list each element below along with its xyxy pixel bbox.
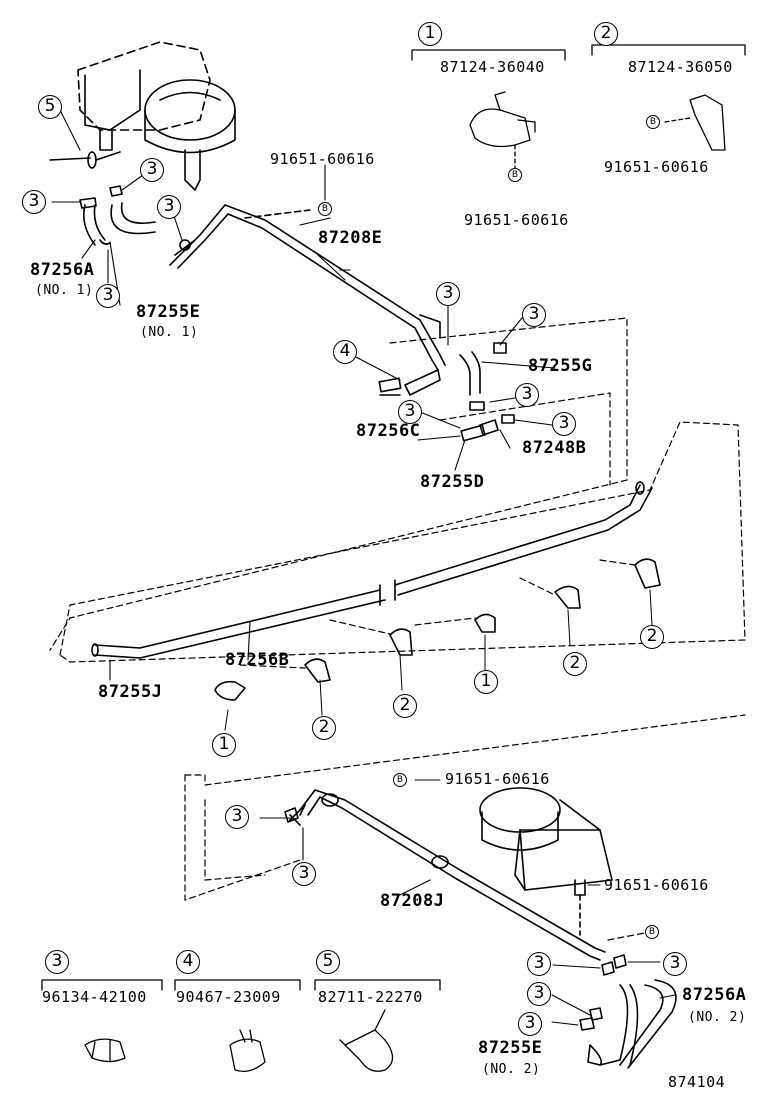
callout-3: 3 [436,282,460,306]
callout-3: 3 [292,862,316,886]
callout-3: 3 [96,284,120,308]
legend-bolt-2: 91651-60616 [604,158,709,176]
callout-5: 5 [316,950,340,974]
part-label: 87208E [318,228,383,248]
callout-5: 5 [38,95,62,119]
heater-unit-bottom [479,787,613,936]
hoses-bottom-right [284,807,677,1069]
part-note: (NO. 1) [35,283,94,298]
callout-3: 3 [518,1012,542,1036]
pipe-87208E [169,204,446,371]
part-label: 87208J [380,891,445,911]
callout-4: 4 [176,950,200,974]
callout-3: 3 [527,952,551,976]
part-label: 87255D [420,472,485,492]
pipe-87256B [91,481,653,659]
callout-2: 2 [640,625,664,649]
grommet-5 [49,151,121,169]
pipe-clamps [214,558,661,731]
callout-4: 4 [333,340,357,364]
legend-part-2: 87124-36050 [628,58,733,76]
part-label: 91651-60616 [604,876,709,894]
legend-part-5: 82711-22270 [318,988,423,1006]
callout-3: 3 [515,383,539,407]
legend-part-4: 90467-23009 [176,988,281,1006]
legend-part-1: 87124-36040 [440,58,545,76]
part-note: (NO. 1) [140,325,199,340]
leader-lines [51,109,676,1026]
hoses-top-left [79,185,156,246]
part-note: (NO. 2) [688,1010,747,1025]
callout-1: 1 [418,22,442,46]
callout-3: 3 [45,950,69,974]
callout-3: 3 [527,982,551,1006]
part-label: 87256A [682,985,747,1005]
callout-2: 2 [563,652,587,676]
part-label: 87255E [478,1038,543,1058]
callout-2: 2 [393,694,417,718]
callout-3: 3 [522,303,546,327]
callout-3: 3 [663,952,687,976]
legend-bolt-1: 91651-60616 [464,211,569,229]
small-hoses-mid [378,342,515,442]
part-label: 87256C [356,421,421,441]
callout-2: 2 [312,716,336,740]
dashed-guide-lines [49,317,746,941]
bolt-mark-b: B [646,115,660,129]
part-label: 87256A [30,260,95,280]
heater-unit-top [77,41,236,191]
part-label: 87255E [136,302,201,322]
pipe-87208J [289,789,606,961]
callout-1: 1 [212,733,236,757]
part-label: 87256B [225,650,290,670]
callout-2: 2 [594,22,618,46]
legend-brackets-top [411,44,746,169]
callout-1: 1 [474,670,498,694]
part-note: (NO. 2) [482,1062,541,1077]
part-label: 87248B [522,438,587,458]
bolt-mark-b: B [393,773,407,787]
legend-part-3: 96134-42100 [42,988,147,1006]
bolt-mark-b: B [508,168,522,182]
diagram-code: 874104 [668,1073,726,1091]
callout-3: 3 [22,190,46,214]
callout-3: 3 [140,158,164,182]
part-label: 91651-60616 [445,770,550,788]
bolt-mark-b: B [318,202,332,216]
part-label: 87255J [98,682,163,702]
part-label: 91651-60616 [270,150,375,168]
callout-3: 3 [225,805,249,829]
legend-brackets-bottom [41,979,441,1073]
part-label: 87255G [528,356,593,376]
callout-3: 3 [552,412,576,436]
callout-3: 3 [398,400,422,424]
bolt-mark-b: B [645,925,659,939]
callout-3: 3 [157,195,181,219]
